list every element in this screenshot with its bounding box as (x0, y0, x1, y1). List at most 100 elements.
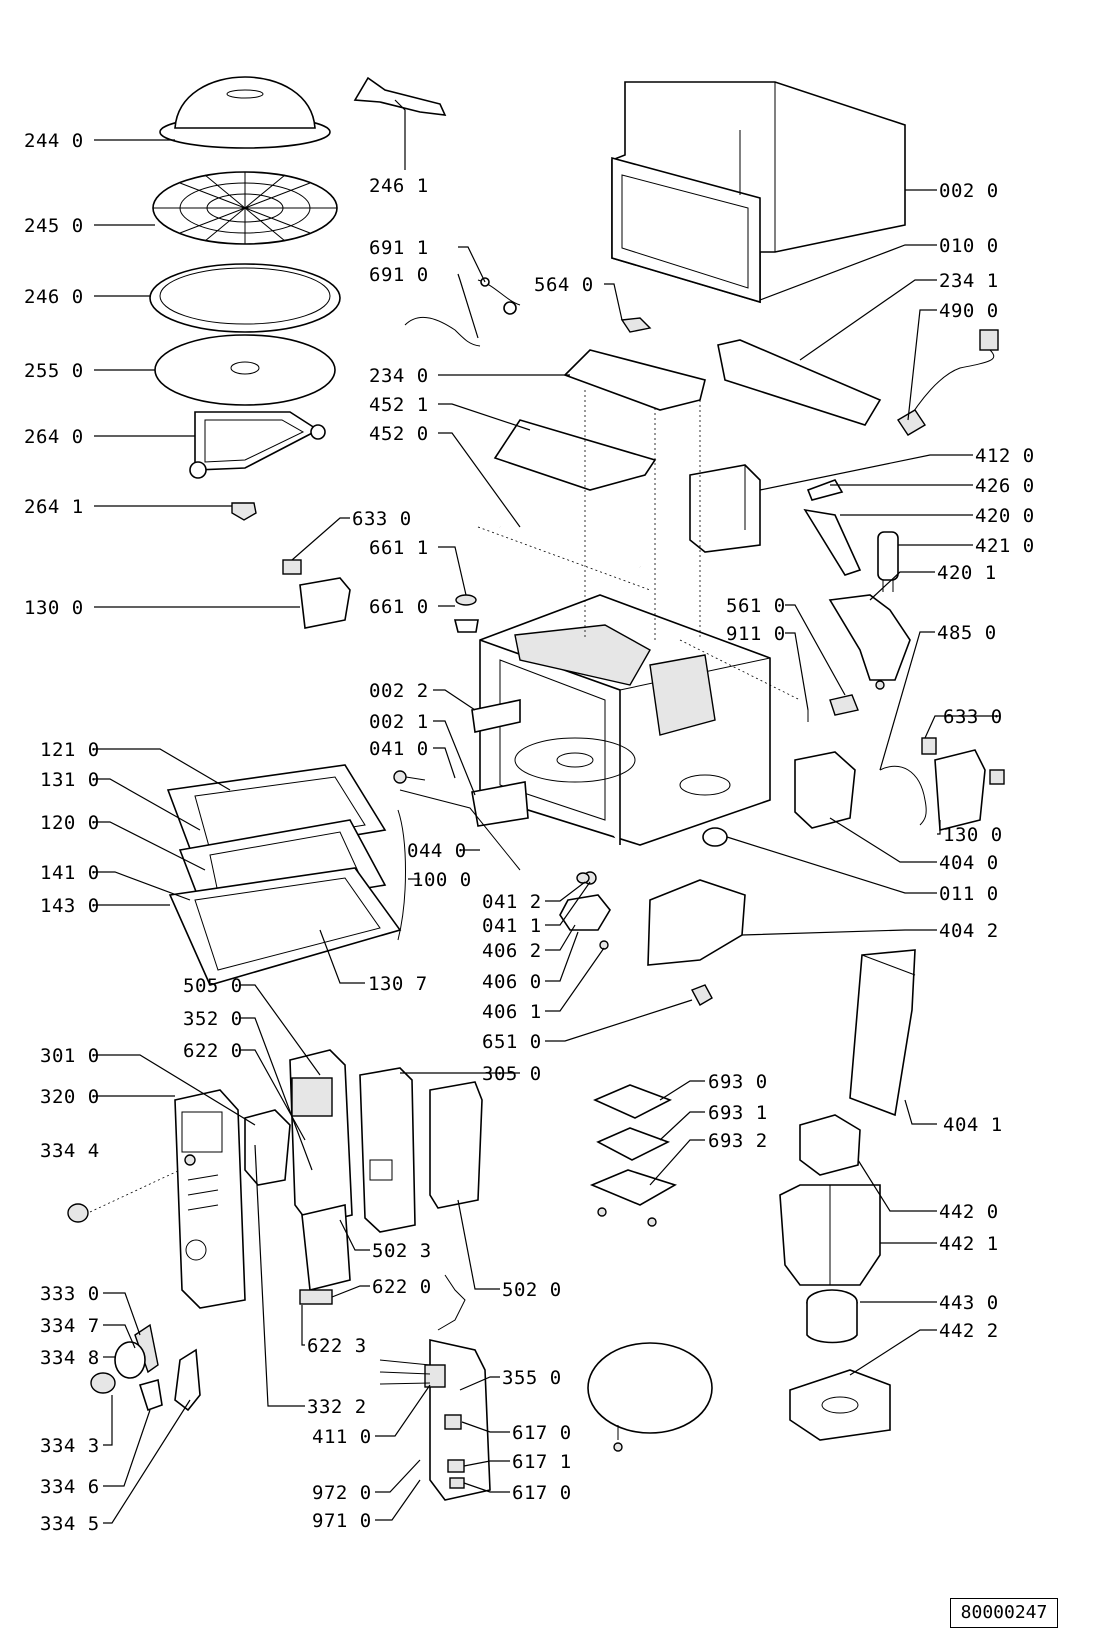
callout-334-5: 334 5 (40, 1513, 100, 1535)
callout-442-1: 442 1 (939, 1233, 999, 1255)
callout-502-0: 502 0 (502, 1279, 562, 1301)
plate-handle (353, 76, 447, 116)
fan-blade (806, 1289, 858, 1344)
callout-332-2: 332 2 (307, 1396, 367, 1418)
callout-617-0-lower: 617 0 (512, 1482, 572, 1504)
callout-622-0-lower: 622 0 (372, 1276, 432, 1298)
callout-264-0: 264 0 (24, 426, 84, 448)
foot (702, 827, 728, 847)
callout-234-0: 234 0 (369, 365, 429, 387)
callout-971-0: 971 0 (312, 1510, 372, 1532)
callout-412-0: 412 0 (975, 445, 1035, 467)
callout-121-0: 121 0 (40, 739, 100, 761)
callout-442-0: 442 0 (939, 1201, 999, 1223)
callout-301-0: 301 0 (40, 1045, 100, 1067)
callout-693-2: 693 2 (708, 1130, 768, 1152)
callout-411-0: 411 0 (312, 1426, 372, 1448)
callout-426-0: 426 0 (975, 475, 1035, 497)
knob (67, 1203, 89, 1223)
callout-143-0: 143 0 (40, 895, 100, 917)
hv-transformer (689, 464, 761, 553)
door-assembly-bracket (397, 809, 406, 941)
callout-334-6: 334 6 (40, 1476, 100, 1498)
callout-452-1: 452 1 (369, 394, 429, 416)
callout-333-0: 333 0 (40, 1283, 100, 1305)
callout-244-0: 244 0 (24, 130, 84, 152)
capacitor-holder (828, 594, 911, 681)
switch-holder-left (299, 577, 351, 629)
callout-130-0-left: 130 0 (24, 597, 84, 619)
callout-617-1: 617 1 (512, 1451, 572, 1473)
callout-421-0: 421 0 (975, 535, 1035, 557)
roller-support (189, 411, 326, 479)
callout-972-0: 972 0 (312, 1482, 372, 1504)
mounting-plates (471, 699, 529, 827)
callout-010-0: 010 0 (939, 235, 999, 257)
callout-406-2: 406 2 (482, 940, 542, 962)
fan-base-plate (789, 1369, 891, 1441)
callout-502-3: 502 3 (372, 1240, 432, 1262)
callout-661-0: 661 0 (369, 596, 429, 618)
callout-002-1: 002 1 (369, 711, 429, 733)
power-cord (897, 329, 999, 436)
callout-044-0: 044 0 (407, 840, 467, 862)
assembly-guide-lines (89, 390, 801, 1213)
roller-clip (231, 502, 257, 521)
grill-rack (152, 171, 338, 245)
callout-041-2: 041 2 (482, 891, 542, 913)
lamp-wiring-right (879, 737, 1005, 832)
callout-120-0: 120 0 (40, 812, 100, 834)
callout-141-0: 141 0 (40, 862, 100, 884)
callout-246-1: 246 1 (369, 175, 429, 197)
turntable-motor (559, 872, 611, 950)
air-duct (647, 879, 746, 966)
callout-505-0: 505 0 (183, 975, 243, 997)
power-board (379, 1339, 491, 1501)
callout-691-1: 691 1 (369, 237, 429, 259)
callout-041-1: 041 1 (482, 915, 542, 937)
callout-406-0: 406 0 (482, 971, 542, 993)
callout-245-0: 245 0 (24, 215, 84, 237)
callout-352-0: 352 0 (183, 1008, 243, 1030)
callout-420-1: 420 1 (937, 562, 997, 584)
air-chute (849, 949, 916, 1117)
control-board-housing (359, 1067, 416, 1233)
oval-cover (587, 1342, 713, 1452)
microswitch-left (282, 559, 302, 575)
turntable-plate (154, 334, 336, 406)
outer-casing (611, 81, 906, 304)
quartz-heater (499, 525, 641, 569)
callout-002-0: 002 0 (939, 180, 999, 202)
callout-404-0: 404 0 (939, 852, 999, 874)
callout-320-0: 320 0 (40, 1086, 100, 1108)
callout-633-0-upper: 633 0 (352, 508, 412, 530)
callout-labels: 244 0 246 1 002 0 245 0 691 1 010 0 691 … (24, 130, 1035, 1535)
callout-693-1: 693 1 (708, 1102, 768, 1124)
callout-452-0: 452 0 (369, 423, 429, 445)
callout-490-0: 490 0 (939, 300, 999, 322)
cavity-assembly (479, 594, 771, 846)
display-board-stack (589, 1084, 677, 1227)
callout-334-3: 334 3 (40, 1435, 100, 1457)
callout-264-1: 264 1 (24, 496, 84, 518)
dome-cover (159, 76, 331, 149)
lamp-fuse (453, 594, 479, 633)
callout-443-0: 443 0 (939, 1292, 999, 1314)
callout-130-7: 130 7 (368, 973, 428, 995)
callout-622-3: 622 3 (307, 1335, 367, 1357)
hv-diode-capacitor (803, 479, 862, 576)
crisp-plate (149, 263, 341, 333)
callout-420-0: 420 0 (975, 505, 1035, 527)
control-panel-front (174, 1089, 246, 1309)
callout-561-0: 561 0 (726, 595, 786, 617)
drawing-number-box: 80000247 (950, 1598, 1058, 1628)
callout-130-0-right: 130 0 (943, 824, 1003, 846)
callout-255-0: 255 0 (24, 360, 84, 382)
callout-485-0: 485 0 (937, 622, 997, 644)
duct-cover (717, 339, 882, 426)
callout-661-1: 661 1 (369, 537, 429, 559)
small-parts-561-911 (807, 680, 885, 722)
callout-131-0: 131 0 (40, 769, 100, 791)
callout-691-0: 691 0 (369, 264, 429, 286)
callout-404-2: 404 2 (939, 920, 999, 942)
